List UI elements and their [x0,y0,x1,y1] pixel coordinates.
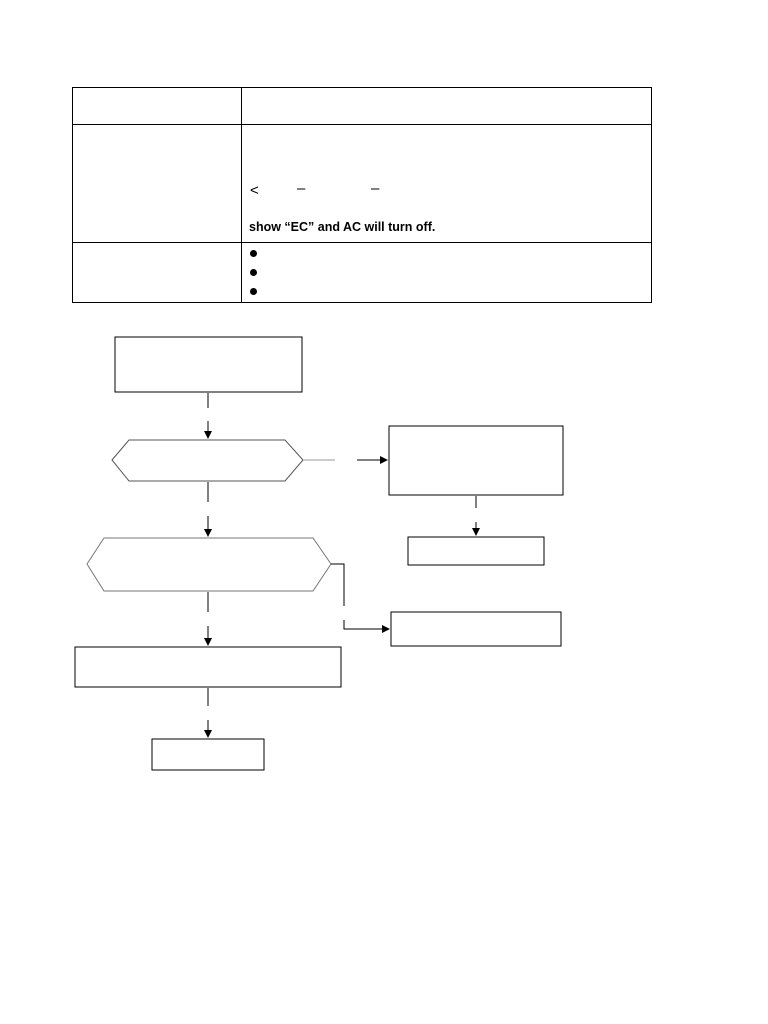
info-table: < – – show “EC” and AC will turn off. [72,87,652,303]
table-column-divider [241,88,242,302]
dash-symbol-2: – [371,180,380,197]
action-box [74,646,342,688]
side-box-upper [388,425,564,496]
end-box [151,738,265,771]
less-than-symbol: < [250,182,259,199]
side-box-lower [390,611,562,647]
dash-symbol-1: – [297,180,306,197]
connector-7a [331,563,345,606]
decision-1 [111,439,304,482]
error-code-note: show “EC” and AC will turn off. [249,220,436,234]
bullet-point-2 [250,269,257,276]
start-box [114,336,303,393]
decision-2 [86,537,332,592]
bullet-point-3 [250,288,257,295]
table-row-divider-1 [73,124,651,125]
side-result-box [407,536,545,566]
table-row-divider-2 [73,242,651,243]
connector-7b [343,620,390,633]
bullet-point-1 [250,250,257,257]
